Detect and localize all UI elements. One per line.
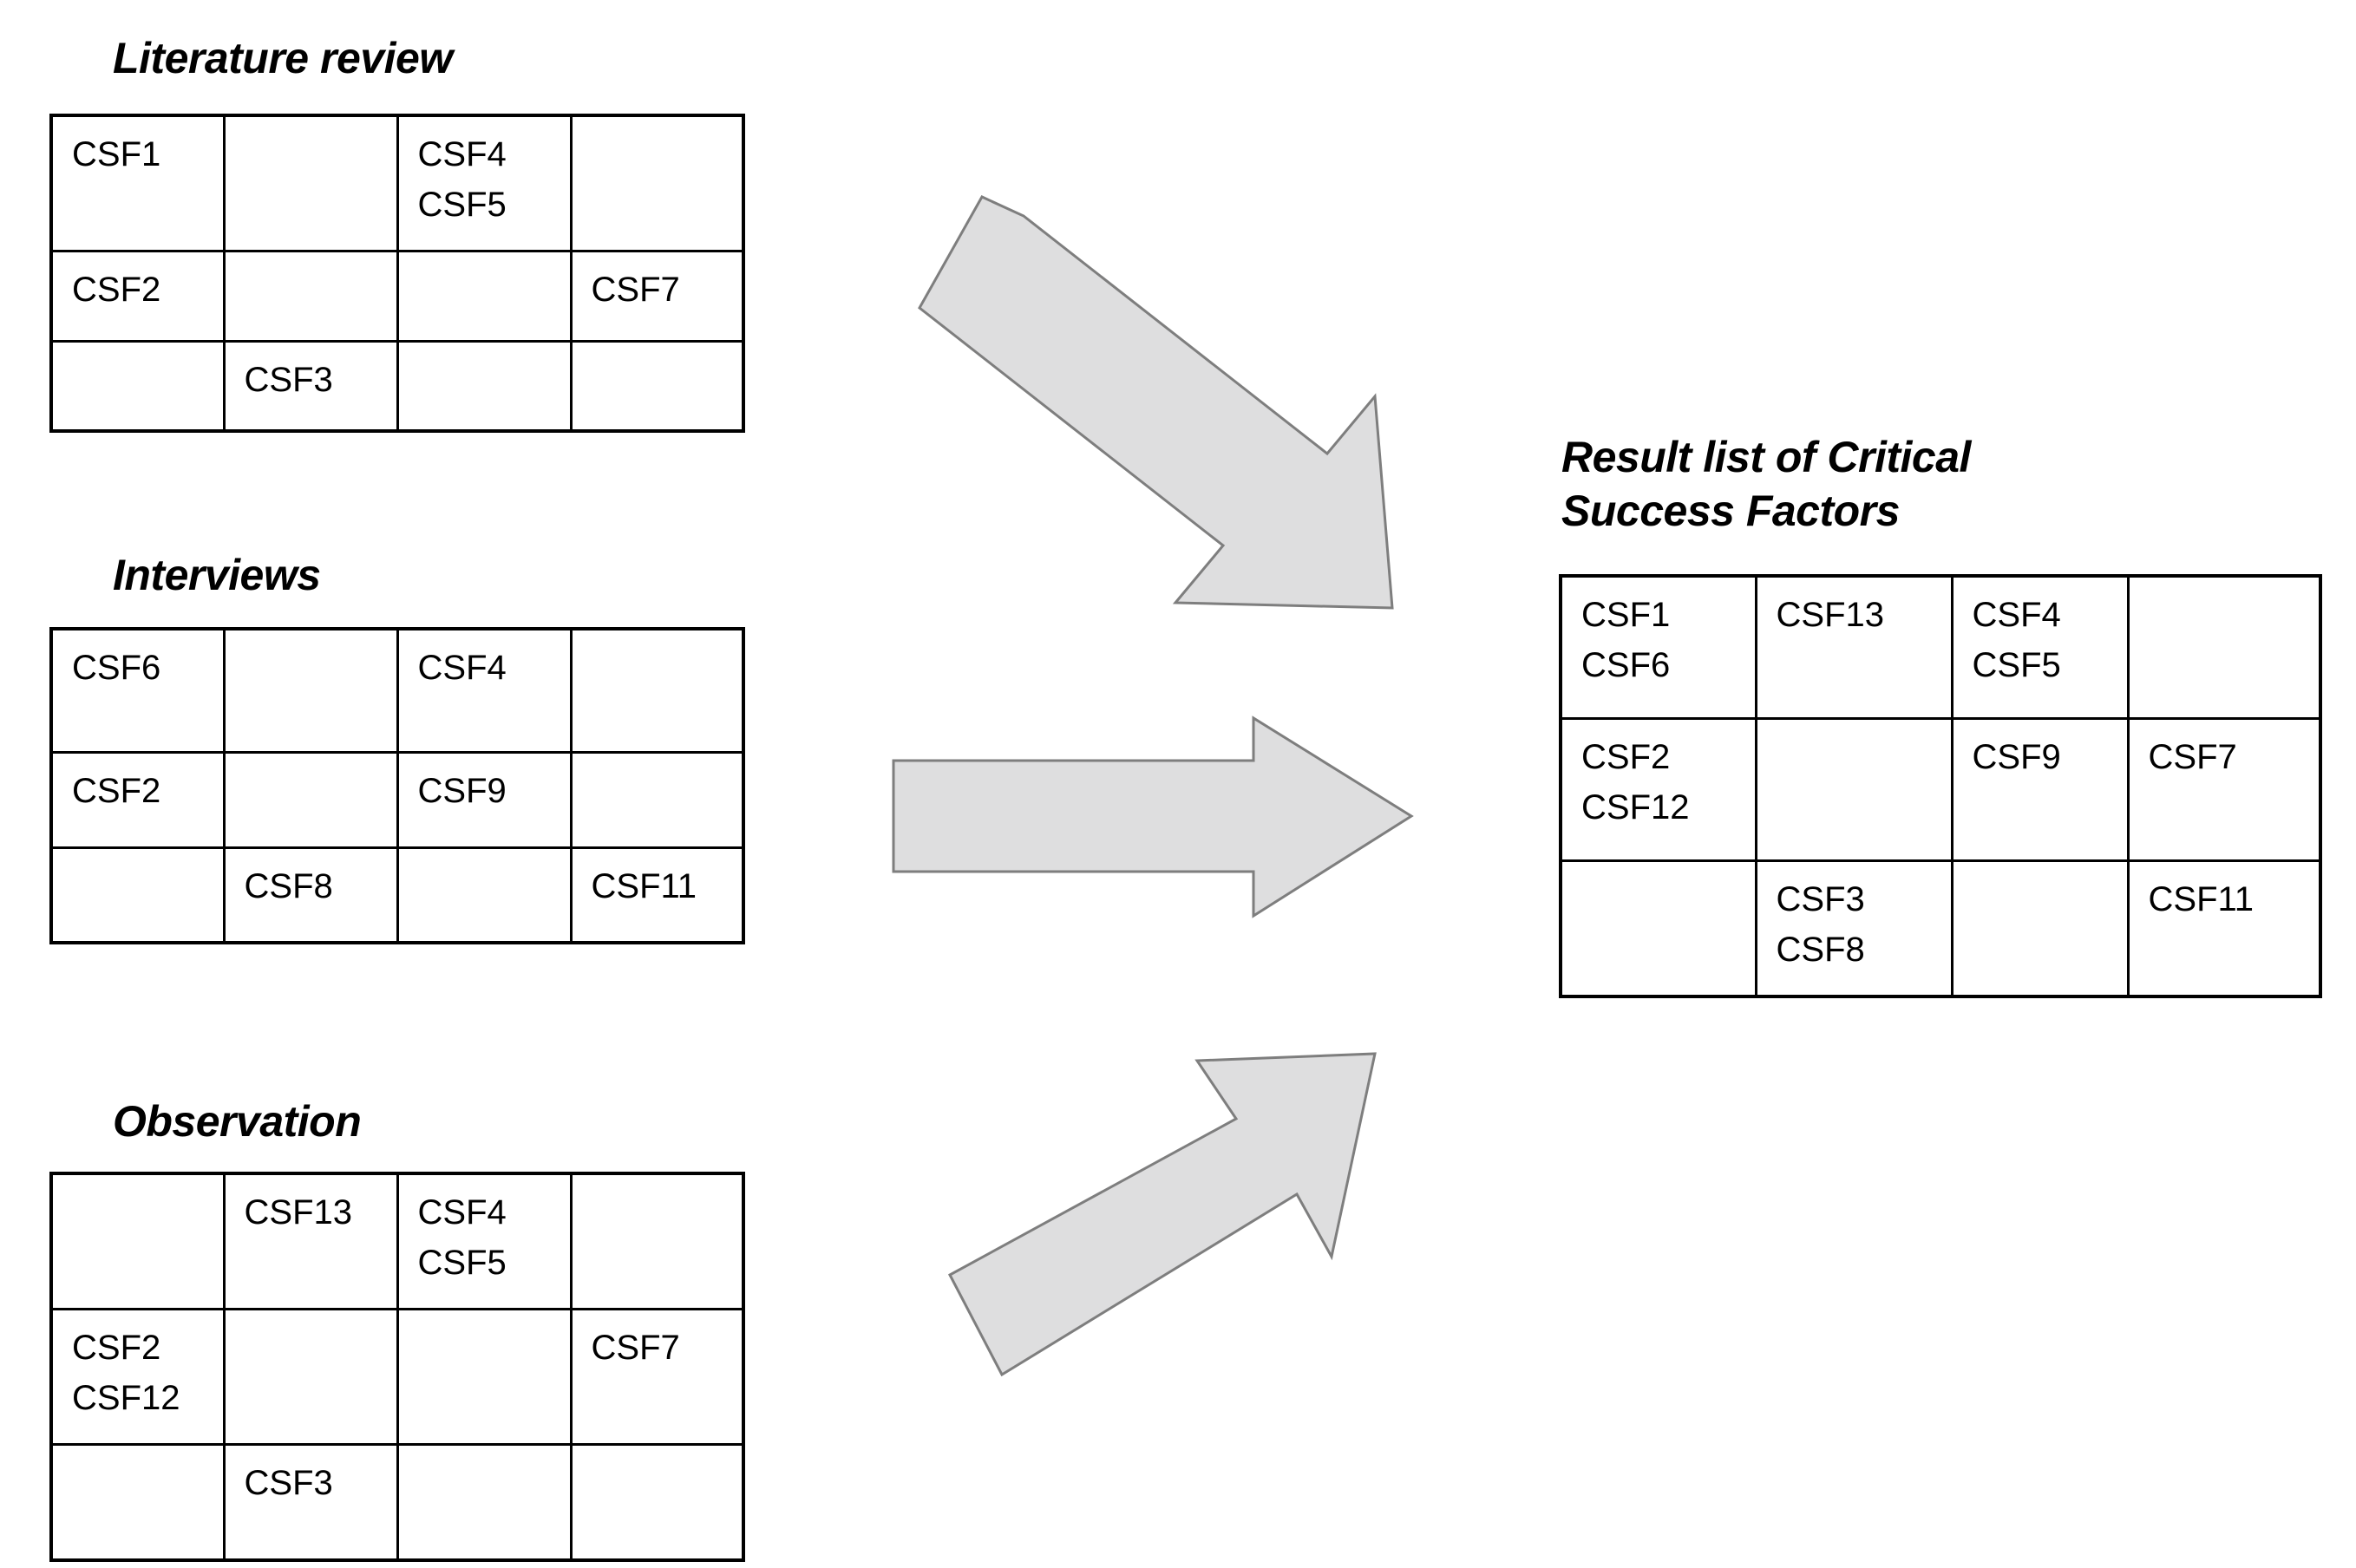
cell: CSF1 CSF6 xyxy=(1559,574,1757,720)
cell: CSF4 xyxy=(396,627,573,754)
cell: CSF9 xyxy=(1950,716,2130,862)
cell: CSF2 CSF12 xyxy=(1559,716,1757,862)
cell: CSF9 xyxy=(396,750,573,849)
cell xyxy=(49,339,226,433)
cell: CSF3 xyxy=(222,339,399,433)
cell: CSF11 xyxy=(2126,859,2322,998)
cell xyxy=(1950,859,2130,998)
cell xyxy=(569,750,745,849)
cell xyxy=(569,339,745,433)
cell: CSF3 xyxy=(222,1442,399,1562)
table-row: CSF2 CSF12 CSF9 CSF7 xyxy=(1559,716,2322,862)
cell xyxy=(569,1442,745,1562)
cell xyxy=(222,750,399,849)
cell: CSF8 xyxy=(222,846,399,944)
cell xyxy=(222,249,399,343)
cell: CSF2 CSF12 xyxy=(49,1307,226,1446)
literature-review-title: Literature review xyxy=(113,34,453,82)
cell: CSF4 CSF5 xyxy=(1950,574,2130,720)
literature-review-table: CSF1 CSF4 CSF5 CSF2 CSF7 CSF3 xyxy=(49,114,745,433)
table-row: CSF1 CSF6 CSF13 CSF4 CSF5 xyxy=(1559,574,2322,720)
cell: CSF7 xyxy=(569,1307,745,1446)
result-list-table: CSF1 CSF6 CSF13 CSF4 CSF5 CSF2 CSF12 CSF… xyxy=(1559,574,2322,998)
table-row: CSF3 xyxy=(49,339,745,433)
cell xyxy=(396,249,573,343)
cell xyxy=(49,1172,226,1310)
cell xyxy=(569,1172,745,1310)
cell: CSF2 xyxy=(49,750,226,849)
arrow-up-right-icon xyxy=(947,1052,1377,1377)
cell: CSF1 xyxy=(49,114,226,252)
cell: CSF4 CSF5 xyxy=(396,1172,573,1310)
cell: CSF7 xyxy=(2126,716,2322,862)
cell xyxy=(1559,859,1757,998)
interviews-table: CSF6 CSF4 CSF2 CSF9 CSF8 CSF11 xyxy=(49,627,745,944)
cell: CSF11 xyxy=(569,846,745,944)
cell: CSF6 xyxy=(49,627,226,754)
cell xyxy=(396,846,573,944)
cell xyxy=(49,846,226,944)
table-row: CSF3 CSF8 CSF11 xyxy=(1559,859,2322,998)
cell xyxy=(2126,574,2322,720)
cell xyxy=(1754,716,1954,862)
table-row: CSF2 CSF7 xyxy=(49,249,745,343)
cell xyxy=(569,627,745,754)
table-row: CSF6 CSF4 xyxy=(49,627,745,754)
interviews-title: Interviews xyxy=(113,551,321,599)
cell: CSF4 CSF5 xyxy=(396,114,573,252)
cell: CSF7 xyxy=(569,249,745,343)
cell: CSF3 CSF8 xyxy=(1754,859,1954,998)
arrow-right-icon xyxy=(892,715,1414,918)
cell xyxy=(396,1307,573,1446)
cell xyxy=(49,1442,226,1562)
result-list-title: Result list of Critical Success Factors xyxy=(1561,433,1971,535)
cell xyxy=(222,627,399,754)
cell: CSF2 xyxy=(49,249,226,343)
cell xyxy=(396,1442,573,1562)
cell: CSF13 xyxy=(222,1172,399,1310)
table-row: CSF1 CSF4 CSF5 xyxy=(49,114,745,252)
arrow-down-right-icon xyxy=(918,195,1394,610)
table-row: CSF8 CSF11 xyxy=(49,846,745,944)
cell xyxy=(396,339,573,433)
cell: CSF13 xyxy=(1754,574,1954,720)
table-row: CSF2 CSF9 xyxy=(49,750,745,849)
cell xyxy=(222,114,399,252)
table-row: CSF2 CSF12 CSF7 xyxy=(49,1307,745,1446)
cell xyxy=(222,1307,399,1446)
observation-title: Observation xyxy=(113,1097,362,1146)
cell xyxy=(569,114,745,252)
table-row: CSF3 xyxy=(49,1442,745,1562)
observation-table: CSF13 CSF4 CSF5 CSF2 CSF12 CSF7 CSF3 xyxy=(49,1172,745,1562)
table-row: CSF13 CSF4 CSF5 xyxy=(49,1172,745,1310)
